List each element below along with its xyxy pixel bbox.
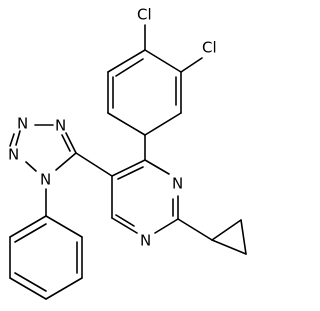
bond [115, 58, 144, 77]
bond [65, 132, 77, 154]
bond [9, 133, 15, 147]
bond [15, 130, 21, 146]
bond [144, 159, 170, 175]
nitrogen-label: N [17, 115, 28, 133]
bond [115, 214, 135, 227]
bond [111, 159, 146, 177]
bond [117, 166, 144, 180]
bond [61, 134, 71, 152]
bond [154, 218, 179, 234]
bond [111, 217, 138, 234]
bond [211, 239, 247, 255]
chlorine-label: Cl [202, 39, 217, 57]
structure-canvas: Cl Cl N N N N N N [8, 6, 247, 300]
nitrogen-label: N [140, 232, 151, 250]
tetrazole-ring [9, 124, 77, 172]
chlorine-label: Cl [137, 6, 152, 24]
bond [75, 152, 113, 177]
bond [55, 152, 77, 171]
bond [45, 277, 83, 300]
nitrogen-label: N [40, 171, 51, 189]
bond [14, 272, 47, 292]
nitrogen-label: N [8, 146, 19, 164]
bond [144, 49, 182, 73]
bond [240, 219, 247, 255]
dichlorophenyl-ring [107, 49, 182, 136]
phenyl-ring [9, 215, 83, 300]
bond [9, 215, 47, 238]
bond [180, 57, 203, 73]
bond [211, 219, 242, 241]
bond [14, 223, 47, 243]
nitrogen-label: N [172, 175, 183, 193]
bond [177, 218, 213, 241]
nitrogen-label: N [55, 117, 66, 135]
bond [45, 215, 83, 238]
cyclopropyl-ring [177, 218, 247, 255]
bond [107, 49, 146, 73]
bond [9, 277, 47, 300]
pyrimidine-ring [111, 159, 179, 234]
bond [144, 112, 182, 136]
molecule-drawing: Cl Cl N N N N N N [8, 6, 247, 300]
bond [107, 112, 146, 136]
bond [25, 161, 37, 172]
